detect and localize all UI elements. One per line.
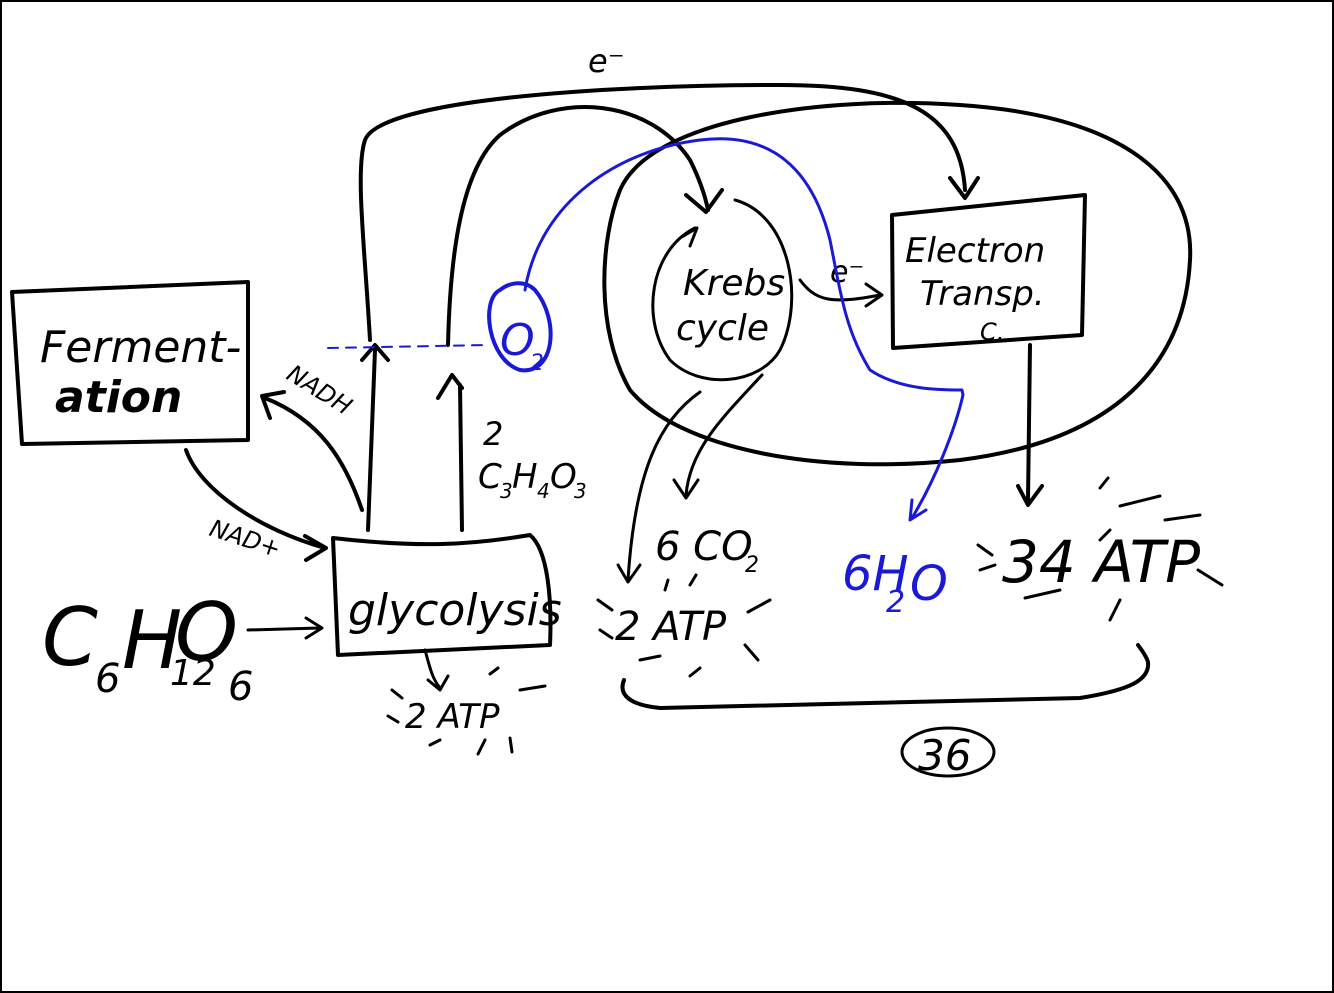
atp-krebs: 2 ATP [615, 604, 727, 650]
pyruvate-arc-to-krebs [446, 105, 724, 347]
atp-total: 36 [918, 731, 971, 780]
atp-glycolysis-sparkle [386, 666, 547, 756]
pyruvate-c: C [478, 457, 502, 497]
atp-glycolysis: 2 ATP [405, 697, 500, 737]
pyruvate-sub1: 3 [500, 479, 513, 503]
glucose-o: O [175, 586, 238, 679]
water-label: 6H 2 O [842, 546, 948, 620]
atp-glycolysis-group: 2 ATP [386, 666, 547, 756]
atp-etc-sparkle [976, 476, 1224, 622]
oxygen-o: O [500, 315, 535, 366]
nad-plus-label: NAD+ [206, 514, 284, 563]
electron-transport-box: Electron Transp. C. [890, 193, 1087, 350]
krebs-cycle-circle [651, 198, 794, 382]
pyruvate-h: H [512, 457, 538, 497]
glycolysis-label: glycolysis [348, 585, 562, 636]
krebs-to-atp-arrow [616, 390, 702, 584]
water-text: 6H [842, 546, 909, 602]
water-subscript: 2 [886, 585, 905, 620]
krebs-label-line2: cycle [676, 308, 769, 349]
fermentation-label-line2: ation [55, 372, 182, 423]
glycolysis-nadh-up-arrow [360, 343, 390, 532]
atp-bracket [620, 643, 1151, 710]
fermentation-box: Ferment- ation [10, 280, 250, 446]
pyruvate-coefficient: 2 [483, 415, 503, 453]
electron-arc-to-etc [358, 83, 980, 342]
fermentation-label-line1: Ferment- [40, 322, 241, 373]
glucose-c-subscript: 6 [95, 656, 120, 702]
atp-krebs-sparkle [596, 573, 772, 678]
glucose-formula: C 6 H 12 O 6 [42, 586, 253, 710]
oxygen-dashed-line [327, 344, 489, 349]
pyruvate-label: 2 C 3 H 4 O 3 [478, 415, 587, 503]
electrons-top-label: e⁻ [588, 42, 625, 80]
oxygen-group: O 2 [487, 281, 553, 376]
co2-label: 6 CO 2 [655, 524, 759, 578]
glucose-c: C [42, 591, 98, 684]
krebs-to-co2-arrow [672, 373, 764, 500]
co2-text: 6 CO [655, 524, 753, 570]
glucose-o-subscript: 6 [228, 664, 253, 710]
oxygen-path-to-water [523, 137, 965, 522]
pyruvate-sub2: 4 [537, 479, 550, 503]
glycolysis-atp-arrow [423, 648, 450, 692]
krebs-to-etc-arrow [798, 278, 884, 308]
pyruvate-o: O [550, 457, 577, 497]
etc-label-line1: Electron [905, 231, 1045, 271]
pyruvate-sub3: 3 [574, 479, 587, 503]
atp-total-group: 36 [900, 726, 996, 780]
atp-etc-group: 34 ATP [976, 476, 1224, 622]
etc-to-atp-arrow [1016, 343, 1044, 507]
atp-total-circle [900, 726, 996, 778]
glucose-h-subscript: 12 [170, 653, 216, 694]
oxygen-circle [487, 281, 553, 373]
oxygen-subscript: 2 [530, 351, 544, 376]
krebs-cycle: Krebs cycle [651, 198, 794, 382]
atp-krebs-group: 2 ATP [596, 573, 772, 678]
glycolysis-to-fermentation-arrow [260, 390, 364, 512]
fermentation-to-glycolysis-arrow [184, 448, 328, 562]
water-o: O [910, 556, 948, 612]
co2-subscript: 2 [745, 553, 759, 578]
glycolysis-box: glycolysis [331, 533, 562, 657]
glucose-to-glycolysis-arrow [246, 616, 324, 640]
mitochondrion-outline [602, 100, 1193, 467]
krebs-label-line1: Krebs [683, 263, 785, 304]
glycolysis-pyruvate-up-arrow [436, 373, 464, 532]
etc-label-line3: C. [980, 318, 1004, 346]
glucose-h: H [122, 594, 182, 687]
etc-label-line2: Transp. [920, 274, 1045, 314]
